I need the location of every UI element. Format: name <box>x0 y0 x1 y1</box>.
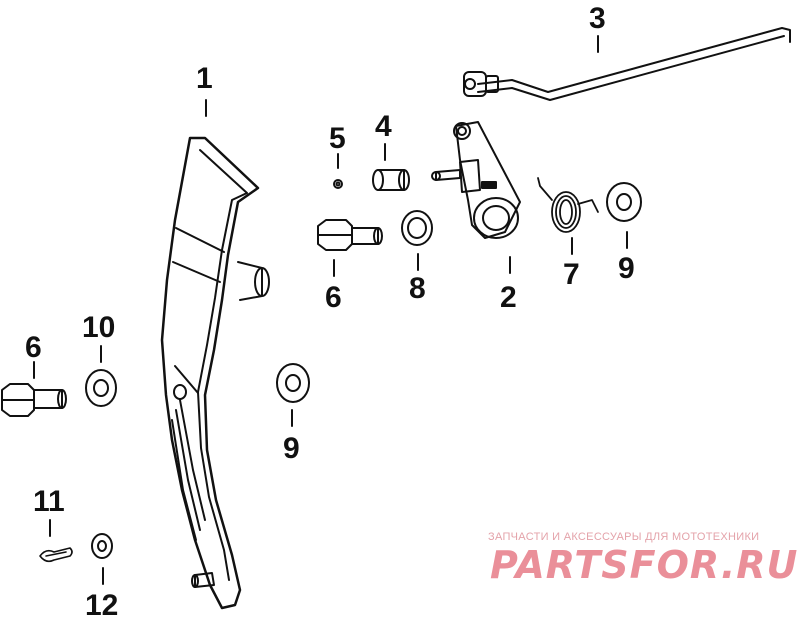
part-8-washer <box>401 210 433 246</box>
part-3-rod <box>463 27 791 101</box>
callout-8: 8 <box>409 272 426 305</box>
callout-3: 3 <box>589 2 606 35</box>
callout-9-upper: 9 <box>618 252 635 285</box>
callout-6-lower: 6 <box>25 331 42 364</box>
part-1-lever <box>160 136 270 610</box>
part-11-clip <box>39 547 73 563</box>
callout-5: 5 <box>329 122 346 155</box>
callout-9-middle: 9 <box>283 432 300 465</box>
part-6-bolt-upper <box>317 219 383 251</box>
callout-1: 1 <box>196 62 213 95</box>
part-7-spring <box>537 177 599 233</box>
callout-10: 10 <box>82 311 116 344</box>
callout-4: 4 <box>375 110 392 143</box>
part-12-washer <box>91 533 113 559</box>
watermark-tagline: ЗАПЧАСТИ И АКСЕССУАРЫ ДЛЯ МОТОТЕХНИКИ <box>488 531 760 543</box>
part-9-washer-middle <box>276 363 310 403</box>
part-5-nut <box>333 179 343 189</box>
callout-12: 12 <box>85 589 119 622</box>
watermark-logo: PARTSFOR.RU <box>490 543 799 587</box>
part-4-bushing <box>372 169 410 191</box>
callout-6-upper: 6 <box>325 281 342 314</box>
callout-2: 2 <box>500 281 517 314</box>
part-2-arm <box>431 121 521 239</box>
callout-7: 7 <box>563 258 580 291</box>
callout-11: 11 <box>33 485 65 518</box>
part-10-washer <box>85 369 117 407</box>
part-6-bolt-lower <box>1 383 67 417</box>
part-9-washer-upper <box>606 182 642 222</box>
leader-lines <box>33 35 628 585</box>
